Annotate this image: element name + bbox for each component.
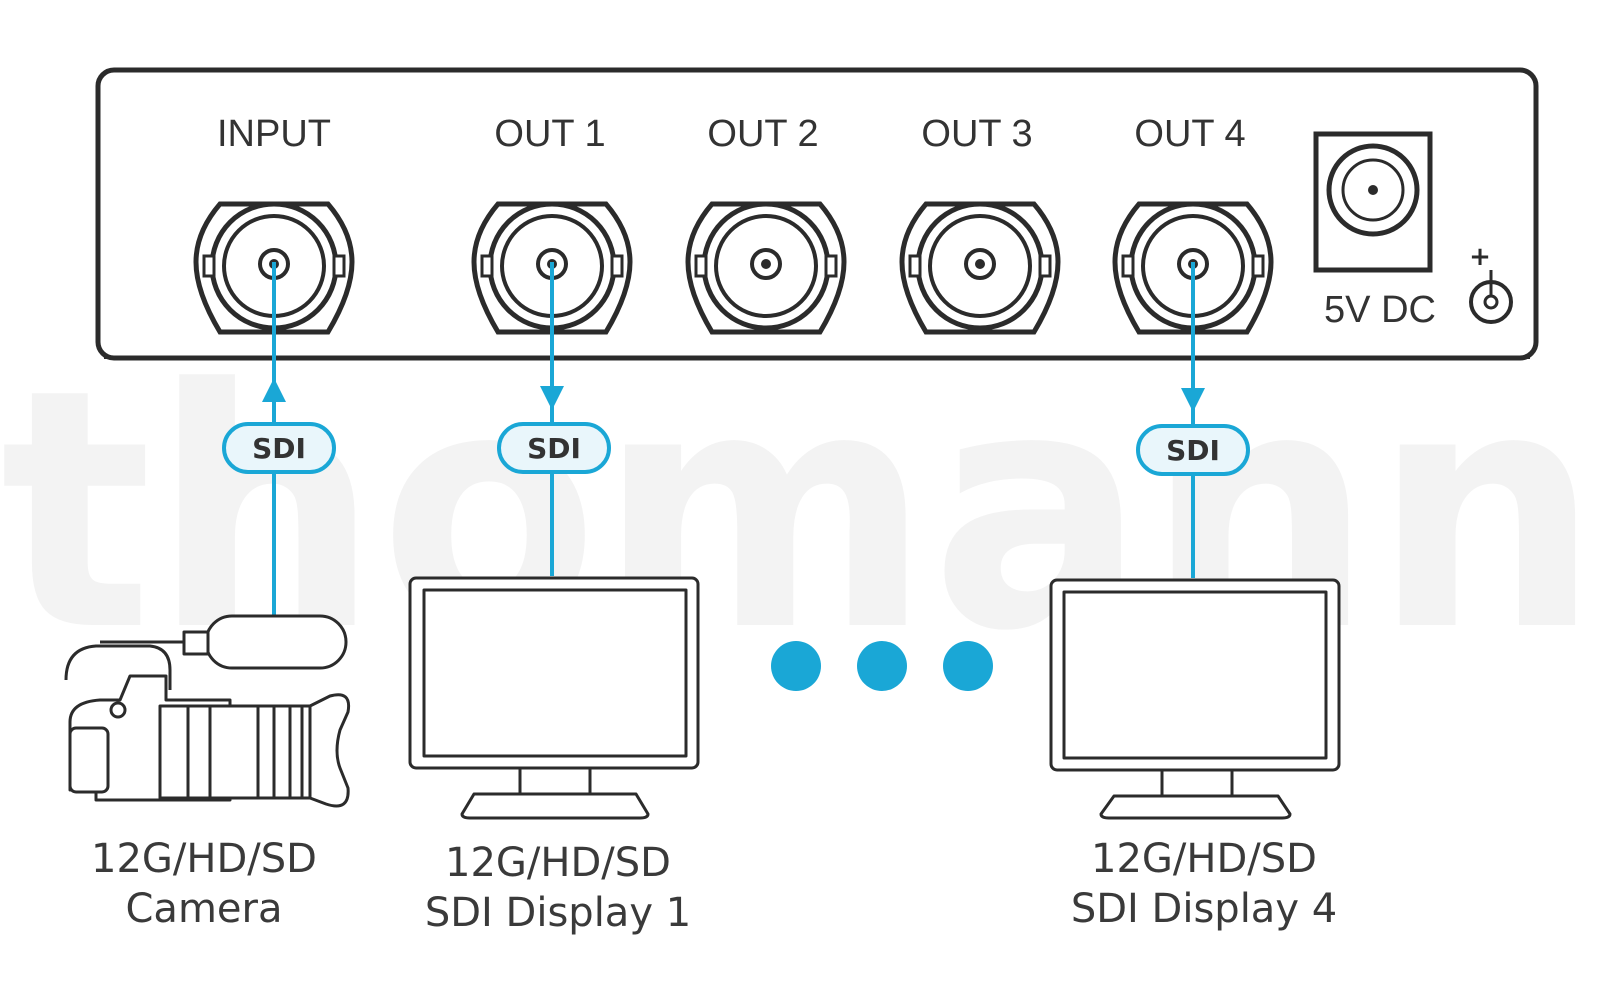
display1-caption-line1: 12G/HD/SD <box>445 840 671 886</box>
svg-text:SDI: SDI <box>1166 434 1220 467</box>
cable-out4 <box>1181 262 1205 578</box>
port-label-out1: OUT 1 <box>494 113 605 155</box>
svg-text:SDI: SDI <box>527 432 581 465</box>
display4-caption-line1: 12G/HD/SD <box>1091 836 1317 882</box>
port-label-input: INPUT <box>217 113 331 155</box>
camera-icon <box>64 614 351 808</box>
sdi-badge-out4: SDI <box>1136 424 1250 476</box>
monitor-icon-display1 <box>408 576 700 820</box>
svg-text:SDI: SDI <box>252 432 306 465</box>
more-displays-ellipsis <box>771 641 993 691</box>
dc-polarity-icon: + <box>1469 242 1513 324</box>
camera-caption-line1: 12G/HD/SD <box>91 836 317 882</box>
power-jack <box>1313 131 1433 273</box>
bnc-connector-out2 <box>685 201 847 335</box>
display1-caption-line2: SDI Display 1 <box>425 890 691 936</box>
sdi-badge-input: SDI <box>222 422 336 474</box>
port-label-out2: OUT 2 <box>707 113 818 155</box>
bnc-connector-out3 <box>899 201 1061 335</box>
port-label-out3: OUT 3 <box>921 113 1032 155</box>
power-label: 5V DC <box>1324 289 1436 331</box>
camera-caption-line2: Camera <box>126 886 283 932</box>
svg-text:+: + <box>1469 242 1491 272</box>
monitor-icon-display4 <box>1049 578 1341 820</box>
port-label-out4: OUT 4 <box>1134 113 1245 155</box>
cable-out1 <box>540 262 564 576</box>
display4-caption-line2: SDI Display 4 <box>1071 886 1337 932</box>
sdi-badge-out1: SDI <box>497 422 611 474</box>
